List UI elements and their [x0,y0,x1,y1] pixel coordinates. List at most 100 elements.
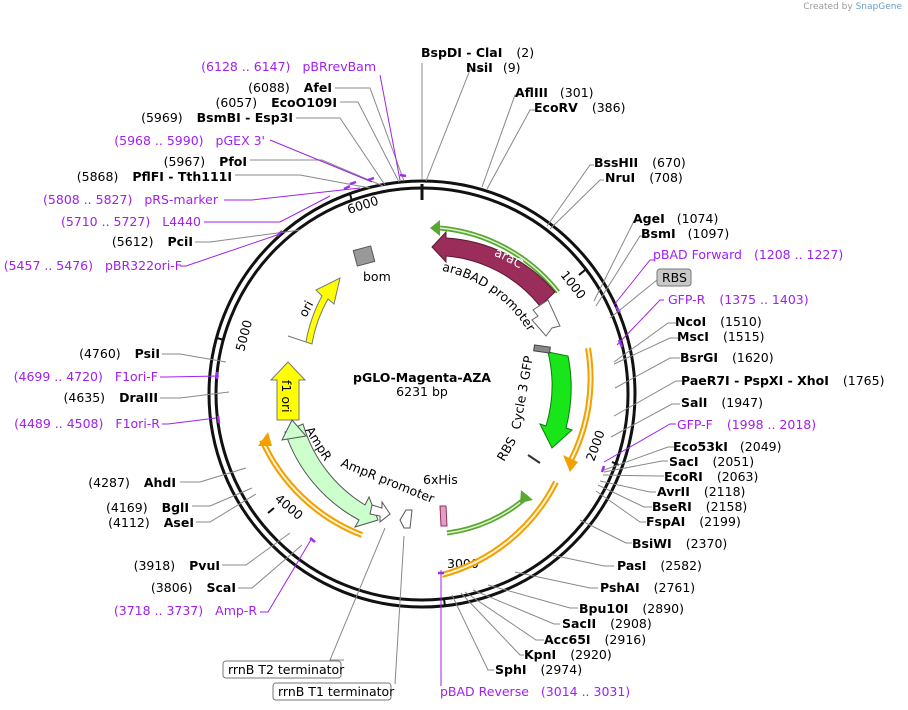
gfp-label: Cycle 3 GFP [508,354,536,430]
site-bspdi-clai-pos: (2) [516,45,534,60]
site-agei: AgeI [633,211,665,226]
svg-text:(6088)AfeI: (6088) AfeI [248,80,332,95]
site-bsmbi-pos: (5969) [141,110,183,125]
site-bsmi-pos: (1097) [688,226,730,241]
site-ecoo109i: EcoO109I [271,95,337,110]
site-afei-pos: (6088) [248,80,290,95]
svg-text:(4169)BglI: (4169)BglI [106,500,189,515]
svg-text:MscI(1515): MscI(1515) [677,329,765,344]
site-ecorv: EcoRV [534,100,578,115]
svg-text:SalI(1947): SalI(1947) [681,395,763,410]
primer-gfp-f: GFP-F [677,417,713,432]
site-sacii-pos: (2908) [610,616,652,631]
site-bsiwi: BsiWI [632,536,672,551]
primer-pgex3: pGEX 3' [216,133,265,148]
site-asei-pos: (4112) [108,515,150,530]
svg-text:(4489 .. 4508)F1ori-R: (4489 .. 4508)F1ori-R [14,416,160,431]
ori-feature [287,277,341,345]
site-sacii: SacII [562,616,596,631]
primer-lines [160,74,676,686]
site-nrui: NruI [605,170,635,185]
svg-text:BsrGI(1620): BsrGI (1620) [680,350,774,365]
site-pshai-pos: (2761) [654,580,696,595]
svg-text:EcoRV(386): EcoRV(386) [534,100,625,115]
svg-text:AflIII(301): AflIII(301) [515,85,594,100]
primer-pbrrevbam-range: (6128 .. 6147) [201,59,290,74]
site-scai: ScaI [207,580,237,595]
primer-gfp-r: GFP-R [668,292,706,307]
bom-label: bom [363,269,391,284]
bom-feature [352,245,376,267]
site-paer7i-pspxi-xhoi: PaeR7I - PspXI - XhoI [681,373,829,388]
leader-lines-left [160,87,405,685]
svg-text:AvrII(2118): AvrII(2118) [657,484,745,499]
gfp-rbs-box [533,344,551,354]
site-fspai-pos: (2199) [699,514,741,529]
site-agei-pos: (1074) [677,211,719,226]
rbs-box-label: RBS [662,270,687,285]
svg-text:(4635)DraIII: (4635)DraIII [63,390,158,405]
site-pfoi-pos: (5967) [164,154,206,169]
site-pvui-pos: (3918) [134,558,176,573]
site-kpni-pos: (2920) [570,647,612,662]
site-bseri-pos: (2158) [706,499,748,514]
site-ahdi-pos: (4287) [88,475,130,490]
rbs-label: RBS [494,434,520,463]
ampr-promoter-arrow [369,500,391,524]
svg-text:SacI(2051): SacI(2051) [669,454,754,469]
svg-text:(5457 .. 5476)pBR322ori-F: (5457 .. 5476) pBR322ori-F [4,258,182,273]
site-bsrgi: BsrGI [680,350,718,365]
site-bsrgi-pos: (1620) [732,350,774,365]
rbs-mark [527,454,541,464]
site-bseri: BseRI [652,499,692,514]
svg-text:(4760)PsiI: (4760)PsiI [79,346,160,361]
site-pcii-pos: (5612) [112,234,154,249]
small-promoter-arrow [399,509,413,529]
site-bgli: BglI [162,500,189,515]
green-arc-bottom-arrow [520,490,533,503]
site-sphi-pos: (2974) [541,662,583,677]
svg-text:BsiWI(2370): BsiWI (2370) [632,536,727,551]
his-label: 6xHis [423,472,458,487]
site-bsshii: BssHII [594,155,638,170]
left-site-labels: (6088)AfeI (6057)EcoO109I (5969)BsmBI - … [63,80,337,595]
site-pflfi-tth111i: PflFI - Tth111I [132,169,232,184]
site-paer7i-pos: (1765) [843,373,885,388]
site-afei: AfeI [304,80,332,95]
site-pcii: PciI [167,234,193,249]
svg-text:BseRI(2158): BseRI (2158) [652,499,747,514]
svg-text:Eco53kI(2049): Eco53kI(2049) [673,439,781,454]
site-acc65i-pos: (2916) [605,632,647,647]
site-nrui-pos: (708) [649,170,683,185]
svg-text:(5868)PflFI - Tth111I: (5868)PflFI - Tth111I [77,169,232,184]
primer-pbr322ori-f-range: (5457 .. 5476) [4,258,93,273]
orange-arc-arrow-1 [563,455,578,472]
site-acc65i: Acc65I [544,632,591,647]
primer-prs-marker-range: (5808 .. 5827) [43,192,132,207]
primer-pbad-forward: pBAD Forward [653,247,742,262]
svg-text:(6128 .. 6147)pBRrevBam: (6128 .. 6147)pBRrevBam [201,59,376,74]
svg-text:PshAI(2761): PshAI(2761) [600,580,695,595]
site-ncoi: NcoI [675,314,706,329]
site-eco53ki: Eco53kI [673,439,728,454]
site-sali-pos: (1947) [721,395,763,410]
site-saci-pos: (2051) [713,454,755,469]
primer-pbr322ori-f: pBR322ori-F [105,258,182,273]
site-ahdi: AhdI [144,475,176,490]
site-bsiwi-pos: (2370) [686,536,728,551]
site-avrii: AvrII [657,484,690,499]
primer-gfp-f-range: (1998 .. 2018) [727,417,816,432]
svg-text:(4112)AseI: (4112)AseI [108,515,194,530]
site-bsshii-pos: (670) [652,155,686,170]
site-pasi: PasI [617,558,646,573]
site-bspdi-clai: BspDI - ClaI [421,45,502,60]
site-bsmi: BsmI [641,226,676,241]
right-site-labels: BspDI - ClaI(2) NsiI(9) AflIII(301) EcoR… [421,45,884,677]
site-afliii: AflIII [515,85,548,100]
svg-text:BsmI(1097): BsmI (1097) [641,226,729,241]
svg-text:AgeI(1074): AgeI (1074) [633,211,718,226]
site-msci: MscI [677,329,709,344]
svg-text:(3918)PvuI: (3918)PvuI [134,558,220,573]
site-nsii-pos: (9) [503,60,521,75]
